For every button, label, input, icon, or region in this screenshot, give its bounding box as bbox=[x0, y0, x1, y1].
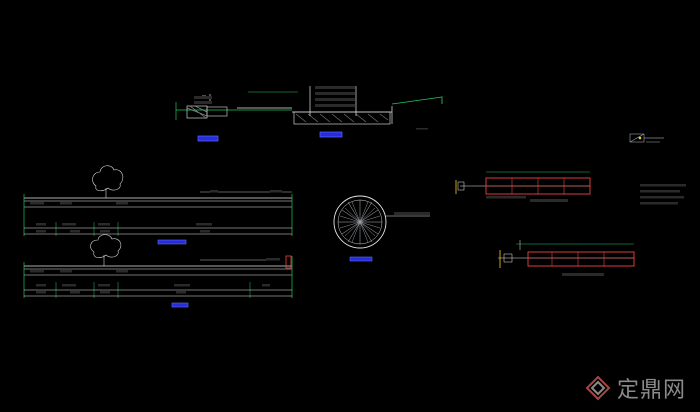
radial-pattern bbox=[338, 200, 382, 244]
diamond-logo-icon bbox=[585, 375, 611, 401]
watermark-text: 定鼎网 bbox=[616, 378, 686, 403]
elevation-lower bbox=[498, 240, 635, 276]
section-2-2 bbox=[23, 234, 293, 308]
top-section-right bbox=[248, 86, 443, 138]
top-section-left bbox=[175, 94, 292, 142]
notes-block bbox=[640, 184, 686, 205]
tree-icon bbox=[92, 165, 124, 198]
round-tree-plan bbox=[333, 195, 430, 262]
watermark: 定鼎网 bbox=[585, 372, 686, 404]
tree-icon-2 bbox=[90, 234, 122, 266]
section-1-1 bbox=[23, 165, 293, 245]
elevation-upper bbox=[455, 171, 591, 202]
top-section-callouts bbox=[194, 86, 355, 107]
top-right-detail bbox=[629, 133, 664, 143]
